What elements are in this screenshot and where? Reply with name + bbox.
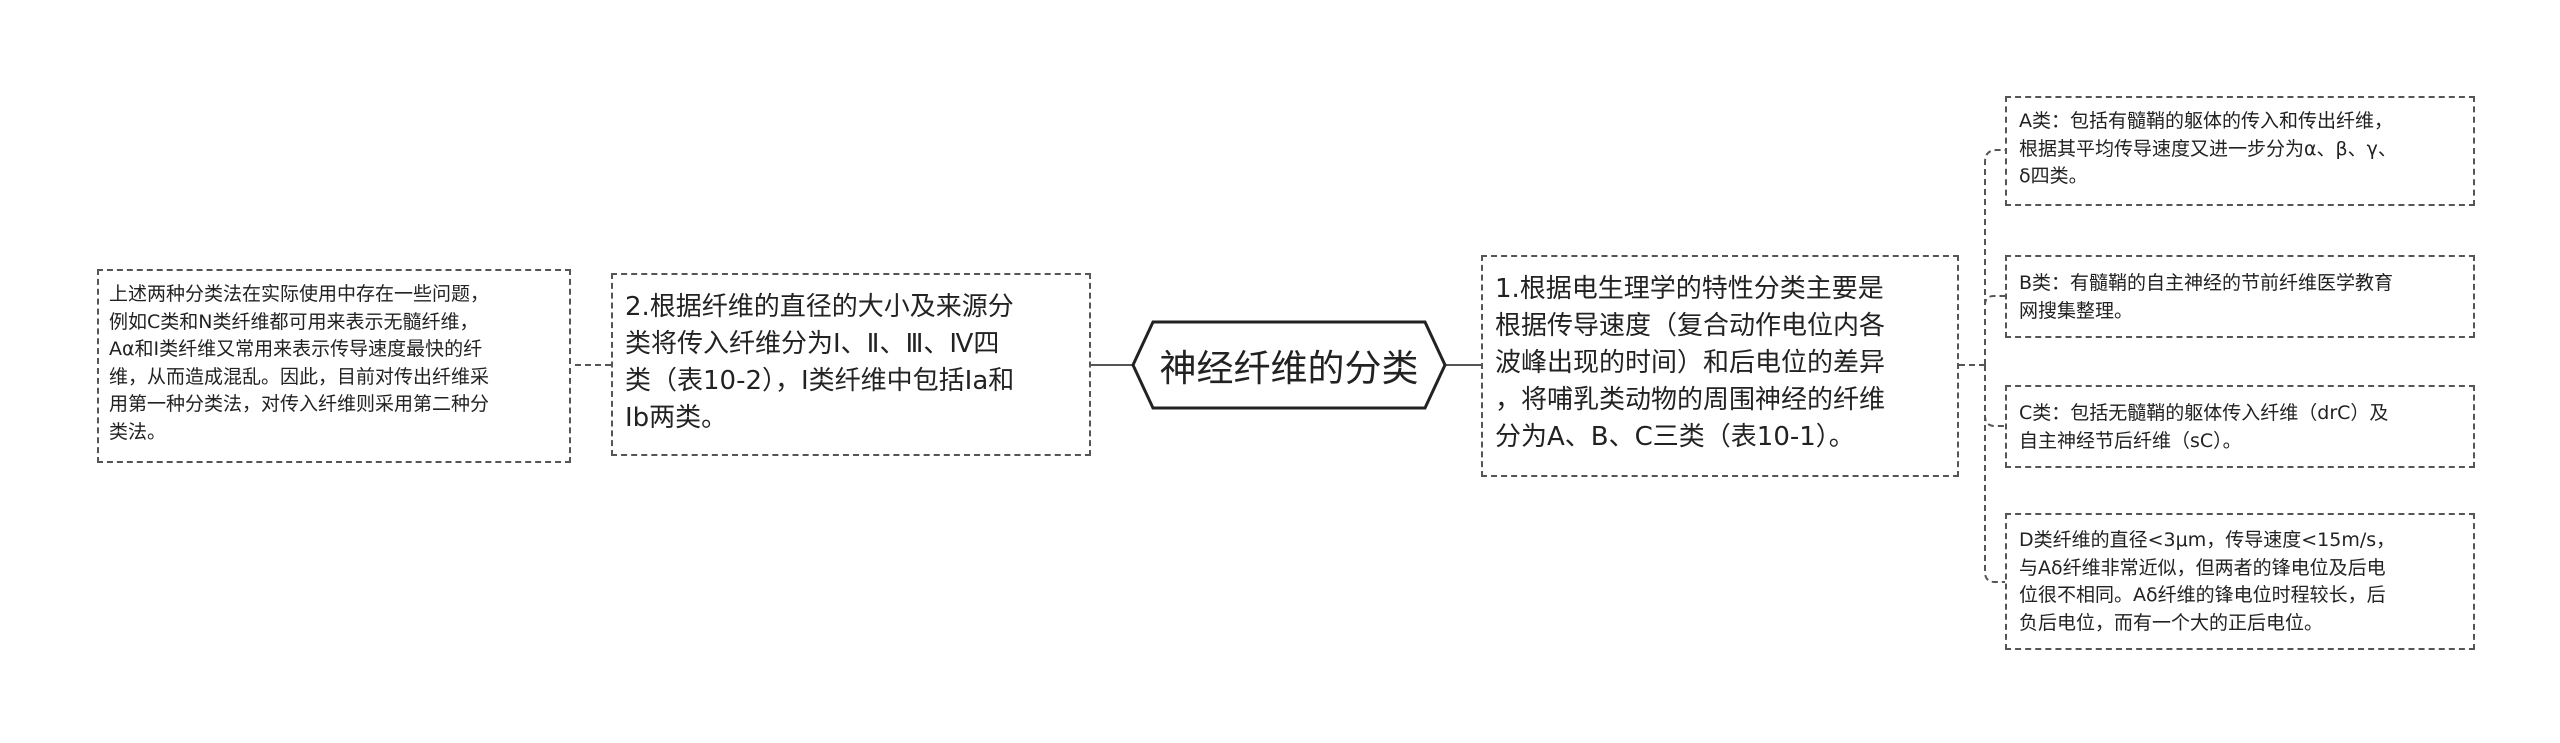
connector-right-children	[1959, 149, 2005, 583]
node-fiber-diameter-classification[interactable]: 2.根据纤维的直径的大小及来源分 类将传入纤维分为Ⅰ、Ⅱ、Ⅲ、Ⅳ四 类（表10-…	[611, 273, 1091, 456]
node-electrophysiology-classification[interactable]: 1.根据电生理学的特性分类主要是 根据传导速度（复合动作电位内各 波峰出现的时间…	[1481, 255, 1959, 477]
center-node[interactable]: 神经纤维的分类	[1133, 322, 1445, 408]
center-node-shape	[1131, 320, 1447, 410]
center-node-title: 神经纤维的分类	[1159, 347, 1419, 390]
node-type-c[interactable]: C类：包括无髓鞘的躯体传入纤维（drC）及 自主神经节后纤维（sC）。	[2005, 385, 2475, 468]
node-classification-issues[interactable]: 上述两种分类法在实际使用中存在一些问题， 例如C类和N类纤维都可用来表示无髓纤维…	[97, 269, 571, 463]
node-type-a[interactable]: A类：包括有髓鞘的躯体的传入和传出纤维， 根据其平均传导速度又进一步分为α、β、…	[2005, 96, 2475, 206]
node-type-b[interactable]: B类：有髓鞘的自主神经的节前纤维医学教育 网搜集整理。	[2005, 255, 2475, 338]
node-type-d[interactable]: D类纤维的直径<3μm，传导速度<15m/s， 与Aδ纤维非常近似，但两者的锋电…	[2005, 513, 2475, 650]
